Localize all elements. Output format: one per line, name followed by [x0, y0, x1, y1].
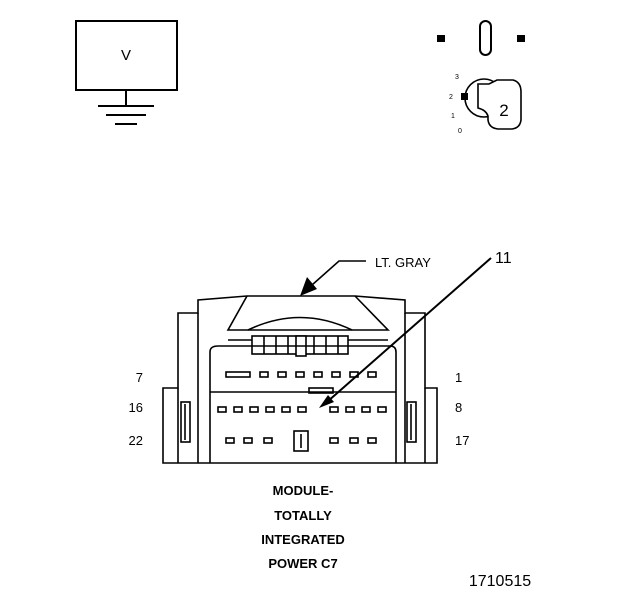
selector-pointer: [461, 93, 468, 100]
probe-slot: [479, 20, 492, 56]
terminal-row3: [225, 437, 235, 444]
terminal-row2: [297, 406, 307, 413]
terminal-row2: [265, 406, 275, 413]
terminal-row2: [281, 406, 291, 413]
connector-outer-shell: [162, 295, 438, 464]
color-callout: LT. GRAY: [300, 255, 431, 296]
terminal-row2: [329, 406, 339, 413]
range-selector: 3 2 1 0 2: [437, 20, 525, 135]
pin-callout: 11: [319, 250, 512, 408]
color-label: LT. GRAY: [375, 255, 431, 270]
terminal-row2: [361, 406, 371, 413]
terminal-row2: [233, 406, 243, 413]
color-leader-arrowhead: [300, 277, 317, 296]
connector-latch-hood: [226, 295, 390, 331]
caption-line: INTEGRATED: [261, 532, 345, 547]
connector-c7: [162, 295, 438, 464]
pin-label-1: 1: [455, 370, 462, 385]
pin-leader-arrowhead: [319, 395, 334, 408]
pin-labels: 7 16 22 1 8 17: [129, 370, 470, 448]
terminal-row2: [345, 406, 355, 413]
terminal-row1: [367, 371, 377, 378]
terminal-row1: [349, 371, 359, 378]
terminal-row3: [329, 437, 339, 444]
pin-label-17: 17: [455, 433, 469, 448]
terminal-row3: [367, 437, 377, 444]
terminal-row3: [263, 437, 273, 444]
terminal-row1: [313, 371, 323, 378]
pin-label-16: 16: [129, 400, 143, 415]
terminal-row2: [377, 406, 387, 413]
connector-inner-body: [209, 345, 397, 463]
pin-leader-line: [326, 257, 492, 403]
terminal-row1: [295, 371, 305, 378]
pin-label-7: 7: [136, 370, 143, 385]
pin-callout-number: 11: [495, 250, 512, 267]
caption-line: POWER C7: [268, 556, 337, 571]
range-selected: 2: [499, 101, 508, 120]
terminal-row1: [277, 371, 287, 378]
range-tick-3: 3: [455, 74, 459, 81]
terminal-row3: [243, 437, 253, 444]
connector-latch-arc: [247, 316, 353, 331]
range-tick-2: 2: [449, 94, 453, 101]
voltmeter-symbol: V: [75, 20, 178, 125]
terminal-row2-wide: [308, 387, 334, 394]
terminal-row1-wide: [225, 371, 251, 378]
voltmeter-box: [75, 20, 178, 91]
color-leader-line: [311, 260, 366, 286]
pin-label-22: 22: [129, 433, 143, 448]
pin-label-8: 8: [455, 400, 462, 415]
terminal-row2: [249, 406, 259, 413]
probe-dot-right: [517, 35, 525, 42]
figure-id: 1710515: [469, 573, 531, 590]
voltmeter-label: V: [121, 47, 131, 64]
terminal-row1: [259, 371, 269, 378]
terminal-row2: [217, 406, 227, 413]
probe-dot-left: [437, 35, 445, 42]
selector-knob: [477, 79, 522, 130]
terminal-row1: [331, 371, 341, 378]
caption-line: TOTALLY: [274, 508, 332, 523]
range-tick-1: 1: [451, 113, 455, 120]
range-tick-0: 0: [458, 128, 462, 135]
caption-line: MODULE-: [273, 483, 334, 498]
terminal-row3: [349, 437, 359, 444]
connector-caption: MODULE- TOTALLY INTEGRATED POWER C7: [261, 483, 345, 571]
